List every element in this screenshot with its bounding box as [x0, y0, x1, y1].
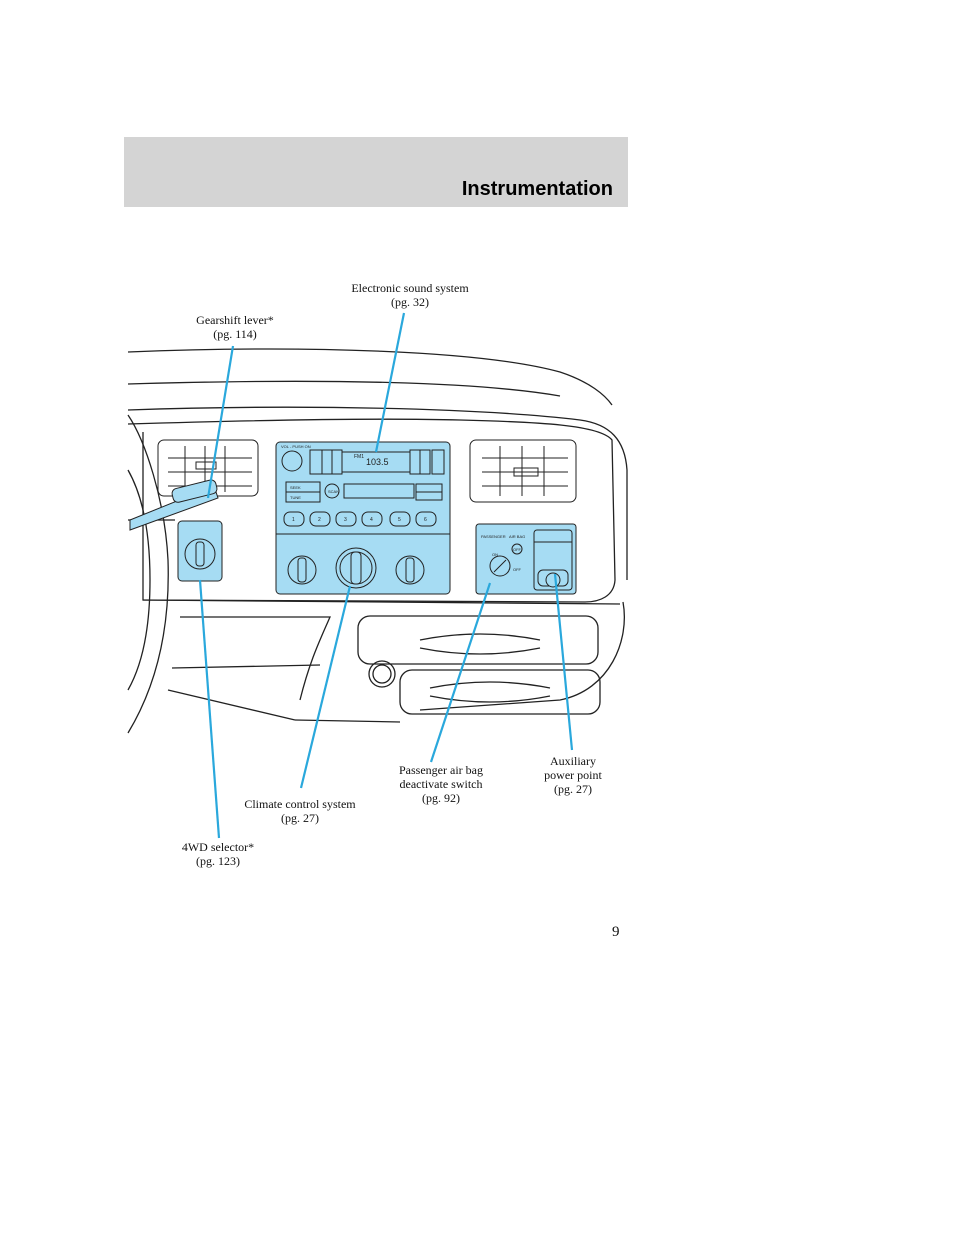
radio-climate-panel [275, 441, 451, 595]
callout-aux-line2: power point [544, 768, 602, 782]
leader-lines [198, 312, 574, 839]
airbag-label-right: AIR BAG [509, 534, 525, 539]
page-number: 9 [612, 924, 620, 940]
page-title: Instrumentation [461, 178, 613, 200]
callout-gearshift-line1: Gearshift lever* [196, 313, 274, 327]
airbag-off-label: OFF [513, 567, 522, 572]
callout-climate: Climate control system (pg. 27) [230, 797, 370, 825]
airbag-on-label: ON [492, 552, 498, 557]
radio-band: FM1 [354, 454, 364, 460]
callout-aux-line1: Auxiliary [550, 754, 596, 768]
right-air-vent [469, 439, 577, 503]
leader-airbag [429, 582, 492, 763]
dashboard-outline [127, 348, 628, 734]
airbag-off-badge: OFF [513, 547, 522, 552]
preset-6[interactable]: 6 [424, 517, 427, 523]
callout-fourwd-line1: 4WD selector* [181, 840, 255, 854]
header-band: Instrumentation [124, 137, 628, 207]
callout-gearshift-line2: (pg. 114) [213, 327, 257, 341]
callout-passenger-airbag: Passenger air bag deactivate switch (pg.… [386, 763, 496, 805]
callout-sound-system: Electronic sound system (pg. 32) [340, 281, 480, 309]
radio-scan: SCAN [328, 489, 339, 494]
callout-climate-line1: Climate control system [244, 797, 356, 811]
preset-1[interactable]: 1 [292, 517, 295, 523]
callout-aux-power: Auxiliary power point (pg. 27) [528, 754, 618, 796]
callout-gearshift: Gearshift lever* (pg. 114) [180, 313, 290, 341]
leader-aux [553, 573, 574, 751]
preset-3[interactable]: 3 [344, 517, 347, 523]
leader-fourwd [198, 579, 221, 839]
preset-4[interactable]: 4 [370, 517, 373, 523]
airbag-label-left: PASSENGER [481, 534, 506, 539]
leader-gearshift [206, 345, 235, 499]
callout-airbag-line1: Passenger air bag [399, 763, 483, 777]
radio-vol-label: VOL - PUSH ON [281, 444, 311, 449]
callout-sound-line2: (pg. 32) [391, 295, 429, 309]
callout-climate-line2: (pg. 27) [281, 811, 319, 825]
radio-seek: SEEK [290, 485, 301, 490]
gearshift-lever [129, 479, 219, 531]
preset-5[interactable]: 5 [398, 517, 401, 523]
leader-climate [299, 585, 352, 789]
callout-airbag-line2: deactivate switch [399, 777, 483, 791]
callout-fourwd-line2: (pg. 123) [196, 854, 240, 868]
callout-aux-line3: (pg. 27) [554, 782, 592, 796]
callout-fourwd: 4WD selector* (pg. 123) [168, 840, 268, 868]
callout-sound-line1: Electronic sound system [351, 281, 469, 295]
left-air-vent [157, 439, 259, 497]
radio-tune: TUNE [290, 495, 301, 500]
leader-sound [374, 312, 406, 453]
fourwd-selector [177, 520, 223, 582]
preset-2[interactable]: 2 [318, 517, 321, 523]
radio-frequency: 103.5 [366, 457, 389, 467]
callout-airbag-line3: (pg. 92) [422, 791, 460, 805]
